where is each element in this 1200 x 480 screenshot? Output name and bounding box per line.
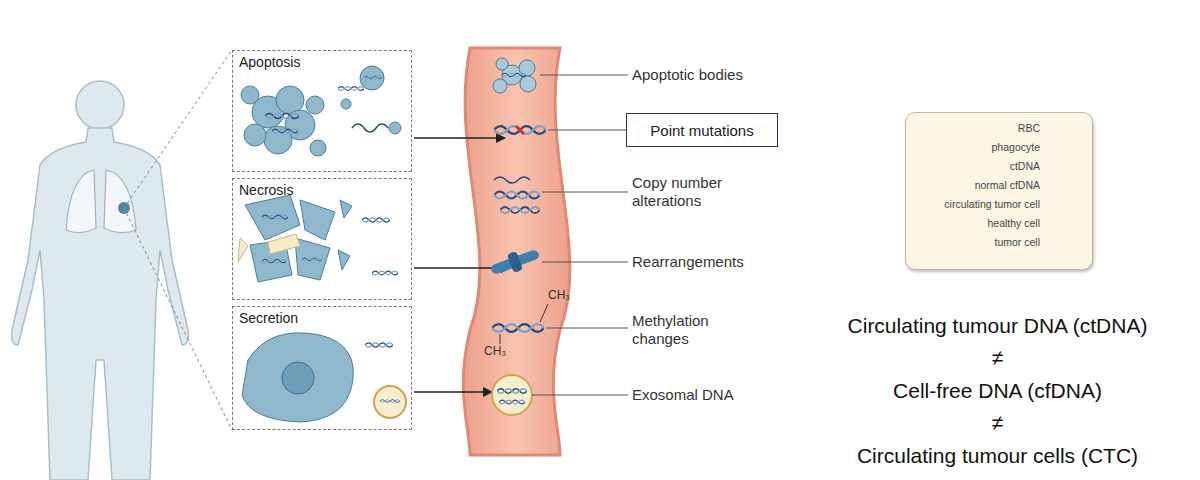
apoptotic-cell-part <box>272 129 298 133</box>
vessel-contents-part <box>492 375 532 415</box>
legend-text: tumor cell <box>994 236 1040 249</box>
apoptotic-cell-part <box>389 122 401 134</box>
necrotic-cell-part <box>262 215 288 219</box>
vessel-contents-part <box>494 192 540 199</box>
necrotic-cell-part <box>300 200 335 240</box>
panel-heading: Apoptosis <box>239 54 300 70</box>
vessel-label: Exosomal DNA <box>632 386 782 404</box>
vessel-contents-part-part <box>490 249 540 275</box>
mechanism-panel: Necrosis <box>232 178 412 300</box>
vessel-contents-part <box>488 244 542 280</box>
panel-heading: Secretion <box>239 310 298 326</box>
mechanism-panel: Apoptosis <box>232 50 412 172</box>
vessel-contents-part <box>493 79 507 93</box>
apoptotic-cell-part <box>265 113 299 118</box>
zoom-lines-part <box>124 50 232 208</box>
vessel-contents-part <box>497 389 527 394</box>
human-silhouette-part <box>66 170 96 233</box>
secreting-cell <box>242 333 406 422</box>
leader-lines-part <box>542 262 628 263</box>
apoptotic-cell-part <box>341 99 351 109</box>
necrotic-cell-part <box>262 259 286 263</box>
not-equal-sign: ≠ <box>810 345 1185 371</box>
box-label: Point mutations <box>650 122 753 139</box>
leader-lines <box>532 75 628 395</box>
secreting-cell-part <box>282 362 314 394</box>
vessel-label: Methylation changes <box>632 312 732 348</box>
vessel-label: Apoptotic bodies <box>632 66 782 84</box>
necrotic-cell-part <box>238 238 248 262</box>
legend-text: ctDNA <box>1010 160 1040 173</box>
vessel-label: Copy number alterations <box>632 174 744 210</box>
panel-heading: Necrosis <box>239 182 293 198</box>
secreting-cell-part <box>242 333 353 422</box>
methyl-label: CH₃ <box>548 288 588 302</box>
necrotic-cell-part <box>302 258 322 261</box>
vessel-contents-part <box>494 126 546 134</box>
zoom-lines <box>124 50 232 430</box>
apoptotic-cell-part <box>241 86 259 104</box>
vessel-contents-part-part <box>507 251 523 273</box>
necrotic-cell-part <box>362 218 390 222</box>
vessel-label: Rearrangements <box>632 253 782 271</box>
vessel-contents-part <box>494 177 530 183</box>
not-equal-sign: ≠ <box>810 410 1185 436</box>
legend-text: RBC <box>1018 122 1040 135</box>
vessel-contents-part <box>492 324 544 332</box>
apoptotic-cell-part <box>310 140 326 156</box>
legend-text: normal cfDNA <box>975 179 1040 192</box>
secreting-cell-part <box>365 343 393 347</box>
vessel-contents-part <box>502 73 526 77</box>
necrotic-cell-part <box>338 250 350 270</box>
vessel-contents-part <box>500 207 540 213</box>
definition-text: Circulating tumour cells (CTC) <box>810 443 1185 469</box>
apoptotic-cell-part <box>364 76 382 79</box>
necrotic-cell-part <box>340 200 352 218</box>
legend-text: healthy cell <box>987 217 1040 230</box>
necrotic-cell-part <box>245 195 300 240</box>
legend-box: RBC phagocyte ctDNA normal cfDNA circulating… <box>905 112 1093 270</box>
blood-vessel <box>463 48 570 455</box>
legend-text: phagocyte <box>992 141 1040 154</box>
apoptotic-cell <box>241 66 401 156</box>
human-silhouette-part <box>76 81 124 129</box>
human-silhouette-part <box>12 128 189 480</box>
highlight-box: Point mutations <box>626 113 778 147</box>
vessel-contents-part <box>540 304 548 322</box>
secreting-cell-part <box>380 400 400 403</box>
leader-lines-part <box>546 328 628 329</box>
vessel-contents-part <box>496 58 508 70</box>
vessel-contents-part <box>499 400 525 404</box>
release-arrows-part <box>414 137 505 139</box>
leader-lines-part <box>542 192 628 193</box>
human-silhouette-part <box>104 170 136 233</box>
apoptotic-cell-part <box>338 87 364 91</box>
necrotic-cell-part <box>295 238 330 280</box>
necrotic-cell-part <box>372 271 398 275</box>
blood-vessel-part <box>463 48 570 455</box>
vessel-contents <box>488 58 548 415</box>
release-arrows-part <box>414 391 492 393</box>
leader-lines-part <box>540 75 628 76</box>
apoptotic-cell-part <box>360 66 384 90</box>
definition-text: Cell-free DNA (cfDNA) <box>810 378 1185 404</box>
apoptotic-cell-part <box>352 124 388 132</box>
methyl-label: CH₃ <box>484 344 524 358</box>
secreting-cell-part <box>374 386 406 418</box>
vessel-contents-part <box>500 334 501 344</box>
apoptotic-cell-part <box>306 96 324 114</box>
zoom-lines-part <box>124 208 232 430</box>
leader-lines-part <box>532 395 628 396</box>
vessel-contents-part <box>520 76 536 92</box>
human-silhouette <box>12 81 189 480</box>
leader-lines-part <box>548 130 626 131</box>
legend-text: circulating tumor cell <box>944 198 1040 211</box>
necrotic-cell-part <box>268 234 300 254</box>
mechanism-panel: Secretion <box>232 306 412 430</box>
apoptotic-cell-part <box>244 124 266 146</box>
necrotic-cell <box>238 195 398 282</box>
definition-text: Circulating tumour DNA (ctDNA) <box>810 313 1185 339</box>
